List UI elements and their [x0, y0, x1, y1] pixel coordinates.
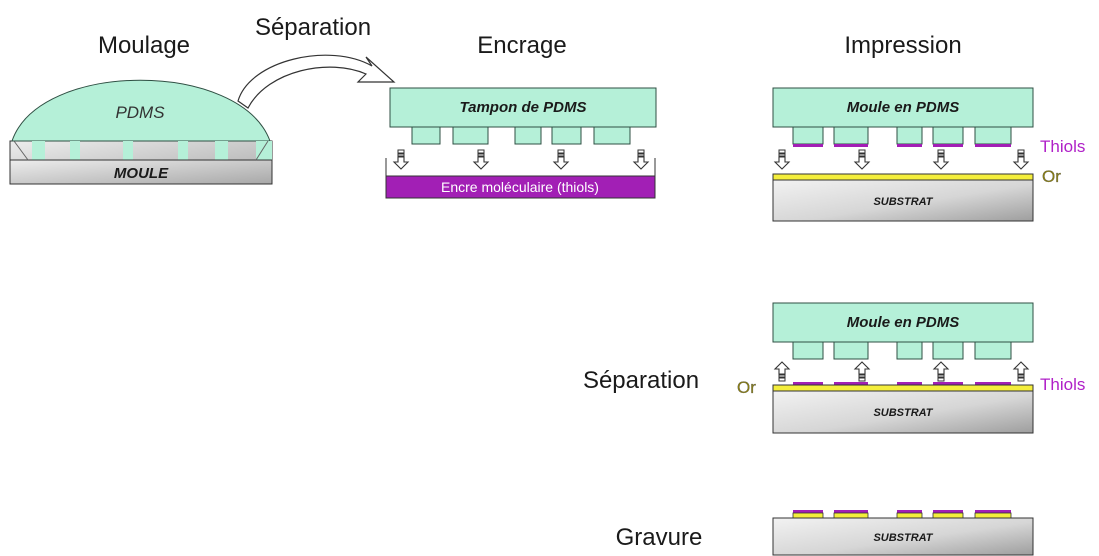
impression-or-label: Or	[1042, 167, 1061, 186]
mold-base	[9, 159, 273, 185]
thiol-layer	[834, 144, 868, 147]
impression-title: Impression	[844, 32, 961, 59]
separation-or-label: Or	[737, 378, 756, 397]
down-arrow-icon	[393, 149, 409, 170]
impression-tooth	[833, 126, 869, 145]
thiol-layer	[897, 144, 922, 147]
moulage-group: PDMS MOULE	[9, 79, 273, 185]
separation-tooth	[974, 341, 1012, 360]
separation-tooth	[833, 341, 869, 360]
pdms-dome	[11, 79, 271, 142]
mold-label: MOULE	[114, 165, 169, 182]
ink-label: Encre moléculaire (thiols)	[441, 179, 599, 195]
gravure-substrate-label: SUBSTRAT	[873, 532, 933, 544]
mold-bevel	[13, 140, 269, 161]
curved-arrow-icon	[237, 54, 396, 109]
gold-pattern	[932, 512, 964, 519]
down-arrow-icon	[774, 149, 790, 170]
encrage-tooth	[452, 126, 489, 145]
gravure-title: Gravure	[616, 524, 703, 551]
separation-tooth	[792, 341, 824, 360]
separation-stamp	[772, 302, 1034, 343]
separation-side-title: Séparation	[583, 367, 699, 394]
thiol-layer	[933, 144, 963, 147]
down-arrow-icon	[854, 149, 870, 170]
thiol-pattern	[975, 510, 1011, 513]
thiol-pattern	[834, 382, 868, 385]
down-arrow-icon	[1013, 149, 1029, 170]
separation-tooth	[896, 341, 923, 360]
gold-pattern	[974, 512, 1012, 519]
thiol-pattern	[933, 382, 963, 385]
thiol-pattern	[793, 510, 823, 513]
impression-stamp	[772, 87, 1034, 128]
separation-stamp-label: Moule en PDMS	[847, 314, 960, 331]
impression-tooth	[792, 126, 824, 145]
thiol-layer	[975, 144, 1011, 147]
thiol-pattern	[975, 382, 1011, 385]
gravure-group: SUBSTRAT	[772, 510, 1034, 556]
thiol-pattern	[933, 510, 963, 513]
separation-top-title: Séparation	[255, 14, 371, 41]
down-arrow-icon	[633, 149, 649, 170]
thiol-pattern	[793, 382, 823, 385]
down-arrow-icon	[473, 149, 489, 170]
impression-tooth	[974, 126, 1012, 145]
separation-substrate-label: SUBSTRAT	[873, 407, 933, 419]
impression-substrate-label: SUBSTRAT	[873, 196, 933, 208]
impression-thiols-label: Thiols	[1040, 137, 1085, 156]
impression-tooth	[932, 126, 964, 145]
thiol-layer	[793, 144, 823, 147]
encrage-group: Tampon de PDMS Encre moléculaire (thiols…	[385, 87, 657, 199]
encrage-tooth	[514, 126, 542, 145]
thiol-pattern	[834, 510, 868, 513]
pdms-replica-teeth	[10, 141, 272, 160]
gold-pattern	[896, 512, 923, 519]
gold-pattern	[833, 512, 869, 519]
pdms-label: PDMS	[115, 103, 165, 122]
gold-layer	[772, 384, 1034, 392]
encrage-title: Encrage	[477, 32, 566, 59]
gold-pattern	[792, 512, 824, 519]
impression-stamp-label: Moule en PDMS	[847, 99, 960, 116]
up-arrow-icon	[774, 361, 790, 382]
separation-group: Moule en PDMS SUBSTRAT Thiols Or	[737, 302, 1085, 434]
encrage-stamp-label: Tampon de PDMS	[460, 99, 587, 116]
encrage-tooth	[551, 126, 582, 145]
up-arrow-icon	[1013, 361, 1029, 382]
impression-tooth	[896, 126, 923, 145]
encrage-stamp	[389, 87, 657, 128]
gravure-substrate	[772, 517, 1034, 556]
down-arrow-icon	[933, 149, 949, 170]
gold-layer	[772, 173, 1034, 181]
up-arrow-icon	[933, 361, 949, 382]
thiol-pattern	[897, 510, 922, 513]
impression-substrate	[772, 179, 1034, 222]
encrage-tooth	[593, 126, 631, 145]
up-arrow-icon	[854, 361, 870, 382]
separation-thiols-label: Thiols	[1040, 375, 1085, 394]
separation-tooth	[932, 341, 964, 360]
ink-bath	[385, 175, 656, 199]
down-arrow-icon	[553, 149, 569, 170]
impression-group: Moule en PDMS SUBSTRAT Thiols Or	[772, 87, 1085, 222]
moulage-title: Moulage	[98, 32, 190, 59]
encrage-tooth	[411, 126, 441, 145]
separation-substrate	[772, 390, 1034, 434]
thiol-pattern	[897, 382, 922, 385]
